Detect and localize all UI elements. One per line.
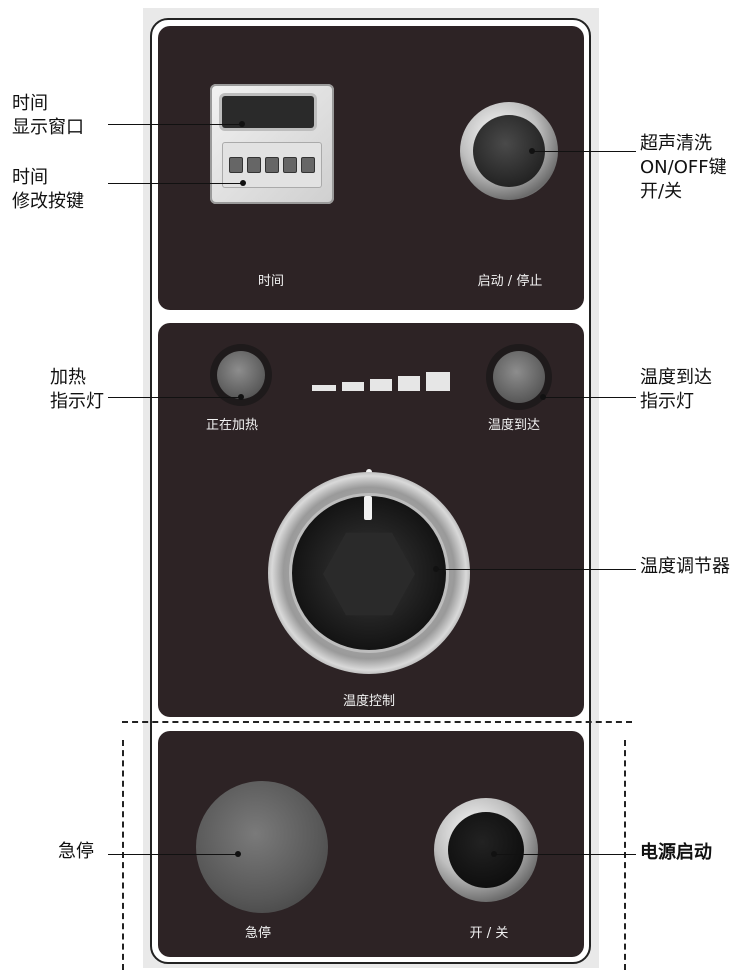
start-stop-label: 启动 / 停止: [477, 274, 543, 289]
emergency-stop-label: 急停: [244, 926, 272, 941]
power-switch-label: 开 / 关: [469, 926, 509, 941]
leader-dot: [529, 148, 535, 154]
time-key[interactable]: [229, 157, 243, 173]
heating-label: 正在加热: [205, 418, 259, 433]
leader-dot: [240, 180, 246, 186]
leader-line: [108, 183, 243, 184]
callout-temp-regulator: 温度调节器: [640, 556, 730, 577]
timer-device: [210, 84, 334, 204]
callout-emergency: 急停: [58, 841, 94, 862]
temperature-control-label: 温度控制: [342, 694, 396, 709]
leader-line: [108, 397, 241, 398]
callout-ultrasonic: 超声清洗 ON/OFF键 开/关: [640, 133, 727, 202]
timer-label: 时间: [257, 274, 285, 289]
time-key[interactable]: [247, 157, 261, 173]
time-key[interactable]: [301, 157, 315, 173]
leader-line: [108, 124, 242, 125]
level-indicator-bars: [312, 369, 462, 391]
dashed-boundary-top: [122, 721, 632, 723]
dashed-boundary-right: [624, 740, 626, 970]
leader-dot: [433, 566, 439, 572]
leader-line: [543, 397, 636, 398]
leader-dot: [540, 394, 546, 400]
temp-reached-indicator-lamp: [486, 344, 552, 410]
time-adjust-keys[interactable]: [222, 142, 322, 188]
emergency-stop-button[interactable]: [196, 781, 328, 913]
leader-line: [108, 854, 238, 855]
temp-reached-label: 温度到达: [487, 418, 541, 433]
leader-line: [532, 151, 636, 152]
callout-time-keys: 时间 修改按键: [12, 167, 84, 212]
leader-dot: [239, 121, 245, 127]
time-key[interactable]: [283, 157, 297, 173]
power-switch-button[interactable]: [434, 798, 538, 902]
callout-time-display: 时间 显示窗口: [12, 93, 84, 138]
start-stop-button[interactable]: [460, 102, 558, 200]
callout-power: 电源启动: [640, 842, 712, 863]
leader-line: [436, 569, 636, 570]
time-display-window: [222, 96, 314, 128]
temperature-knob-handle[interactable]: [323, 532, 415, 616]
dashed-boundary-left: [122, 740, 124, 970]
leader-line: [494, 854, 636, 855]
leader-dot: [491, 851, 497, 857]
leader-dot: [238, 394, 244, 400]
time-key[interactable]: [265, 157, 279, 173]
leader-dot: [235, 851, 241, 857]
callout-temp-reached: 温度到达 指示灯: [640, 367, 712, 412]
callout-heating-lamp: 加热 指示灯: [50, 367, 104, 412]
thermometer-icon: [364, 496, 372, 520]
